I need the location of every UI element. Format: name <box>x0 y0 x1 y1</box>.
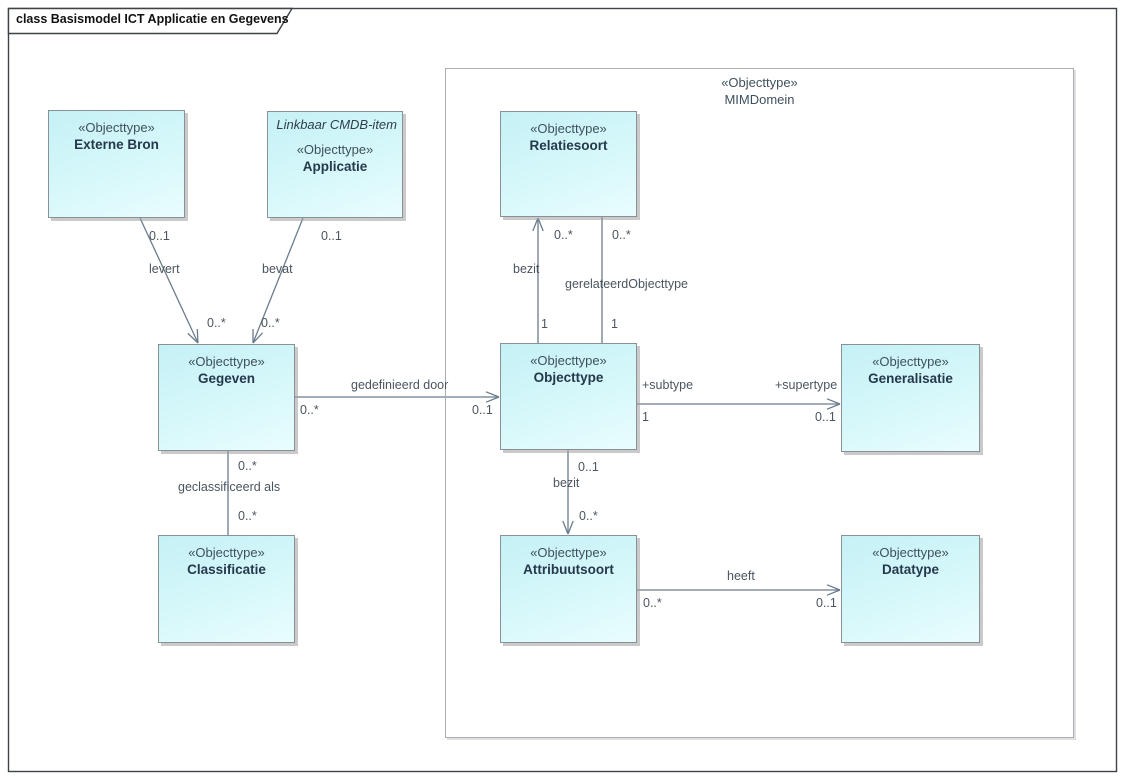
arrowhead-levert <box>196 328 199 344</box>
uml-class-gegeven[interactable]: «Objecttype» Gegeven <box>158 344 295 451</box>
edge-label-levert-target_mult: 0..* <box>207 316 226 330</box>
node-note-applicatie: Linkbaar CMDB-item <box>276 117 397 132</box>
edge-label-heeft-name: heeft <box>727 569 755 583</box>
mimdomein-name: MIMDomein <box>724 91 795 107</box>
node-stereotype-generalisatie: «Objecttype» <box>872 354 949 369</box>
edge-label-bevat-target_mult: 0..* <box>261 316 280 330</box>
uml-class-classificatie[interactable]: «Objecttype» Classificatie <box>158 535 295 643</box>
uml-class-datatype[interactable]: «Objecttype» Datatype <box>841 535 980 643</box>
edge-label-bezit-attribuutsoort-target_mult: 0..* <box>579 509 598 523</box>
diagram-title: class Basismodel ICT Applicatie en Gegev… <box>16 12 289 26</box>
diagram-title-tab <box>7 7 294 35</box>
association-bevat <box>252 217 304 344</box>
node-label-relatiesoort: Relatiesoort <box>529 138 608 153</box>
edge-label-bezit-relatiesoort-source_mult: 1 <box>541 317 548 331</box>
arrowhead-bezit-relatiesoort <box>532 217 539 232</box>
uml-class-generalisatie[interactable]: «Objecttype» Generalisatie <box>841 344 980 452</box>
arrowhead-bezit-relatiesoort <box>537 217 544 232</box>
node-stereotype-gegeven: «Objecttype» <box>188 354 265 369</box>
edge-label-subtype-supertype-source_mult: 1 <box>642 410 649 424</box>
edge-label-bezit-relatiesoort-name: bezit <box>513 262 540 276</box>
uml-class-applicatie[interactable]: Linkbaar CMDB-item «Objecttype» Applicatie <box>267 111 403 218</box>
node-label-applicatie: Applicatie <box>302 159 368 174</box>
node-label-objecttype: Objecttype <box>533 370 604 385</box>
arrowhead-heeft <box>826 584 841 591</box>
uml-class-attribuutsoort[interactable]: «Objecttype» Attribuutsoort <box>500 535 637 643</box>
mimdomein-label: «Objecttype» MIMDomein <box>446 75 1073 109</box>
mimdomein-stereotype: «Objecttype» <box>721 75 798 90</box>
node-stereotype-objecttype: «Objecttype» <box>530 353 607 368</box>
edge-label-gerelateerd-objecttype-target_mult: 0..* <box>612 228 631 242</box>
uml-class-objecttype[interactable]: «Objecttype» Objecttype <box>500 343 637 450</box>
node-label-datatype: Datatype <box>881 562 940 577</box>
node-stereotype-relatiesoort: «Objecttype» <box>530 121 607 136</box>
arrowhead-bezit-attribuutsoort <box>562 520 569 535</box>
association-levert <box>139 217 199 344</box>
edge-label-heeft-source_mult: 0..* <box>643 596 662 610</box>
edge-label-levert-source_mult: 0..1 <box>149 229 170 243</box>
edge-label-gerelateerd-objecttype-source_mult: 1 <box>611 317 618 331</box>
edge-label-gedefinieerd-door-name: gedefinieerd door <box>351 378 449 392</box>
node-stereotype-externe-bron: «Objecttype» <box>78 120 155 135</box>
arrowhead-gedefinieerd-door <box>485 396 500 403</box>
edge-label-subtype-supertype-target_mult: 0..1 <box>815 410 836 424</box>
edge-label-bevat-name: bevat <box>262 262 293 276</box>
node-label-attribuutsoort: Attribuutsoort <box>523 562 614 577</box>
node-stereotype-classificatie: «Objecttype» <box>188 545 265 560</box>
edge-label-geclassificeerd-als-name: geclassificeerd als <box>178 480 281 494</box>
edge-label-bezit-relatiesoort-target_mult: 0..* <box>554 228 573 242</box>
edge-label-heeft-target_mult: 0..1 <box>816 596 837 610</box>
edge-label-geclassificeerd-als-source_mult: 0..* <box>238 459 257 473</box>
uml-class-relatiesoort[interactable]: «Objecttype» Relatiesoort <box>500 111 637 217</box>
edge-label-geclassificeerd-als-target_mult: 0..* <box>238 509 257 523</box>
edge-label-bezit-attribuutsoort-source_mult: 0..1 <box>578 460 599 474</box>
arrowhead-subtype-supertype <box>826 398 841 405</box>
diagram-frame-border <box>7 7 1118 773</box>
arrowhead-bevat <box>252 332 264 344</box>
edge-label-bezit-attribuutsoort-name: bezit <box>553 476 580 490</box>
edge-label-gerelateerd-objecttype-name: gerelateerdObjecttype <box>565 277 688 291</box>
uml-class-externe-bron[interactable]: «Objecttype» Externe Bron <box>48 110 185 218</box>
arrowhead-bezit-attribuutsoort <box>567 520 574 535</box>
arrowhead-gedefinieerd-door <box>485 391 500 398</box>
node-stereotype-datatype: «Objecttype» <box>872 545 949 560</box>
arrowhead-subtype-supertype <box>826 403 841 410</box>
node-label-externe-bron: Externe Bron <box>74 137 159 152</box>
node-label-classificatie: Classificatie <box>187 562 266 577</box>
arrowhead-heeft <box>826 589 841 596</box>
arrowhead-levert <box>187 332 199 344</box>
edge-label-gedefinieerd-door-target_mult: 0..1 <box>472 403 493 417</box>
node-stereotype-attribuutsoort: «Objecttype» <box>530 545 607 560</box>
node-stereotype-applicatie: «Objecttype» <box>296 142 374 157</box>
edge-label-subtype-supertype-source_role: +subtype <box>642 378 694 392</box>
edge-label-gedefinieerd-door-source_mult: 0..* <box>300 403 319 417</box>
node-label-gegeven: Gegeven <box>197 371 256 386</box>
edge-label-levert-name: levert <box>149 262 180 276</box>
edge-label-bevat-source_mult: 0..1 <box>321 229 342 243</box>
edge-label-subtype-supertype-target_role: +supertype <box>775 378 838 392</box>
node-label-generalisatie: Generalisatie <box>868 371 953 386</box>
